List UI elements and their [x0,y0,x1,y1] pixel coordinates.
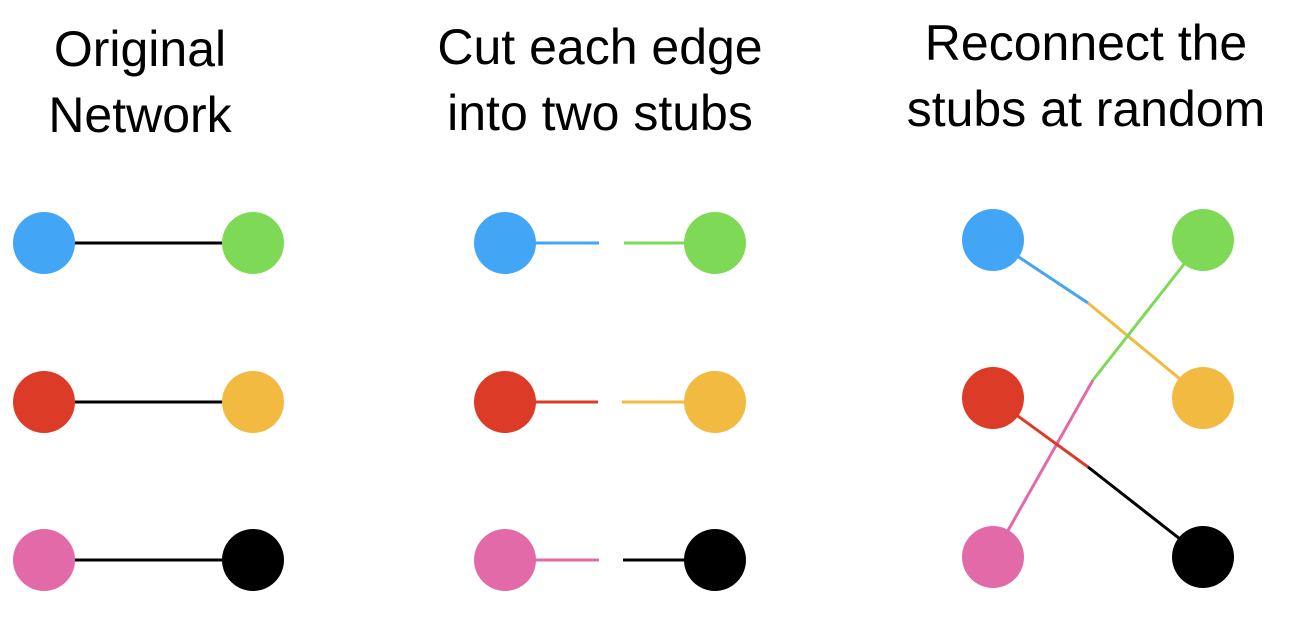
node-green [1172,209,1234,271]
node-yellow [1172,367,1234,429]
panel-title-cut-edges: Cut each edge into two stubs [395,14,805,146]
node-pink [474,529,536,591]
panel-reconnect-stubs [962,209,1234,588]
node-black [222,529,284,591]
node-green [222,212,284,274]
node-red [962,367,1024,429]
panel-title-line-1: Original [53,21,227,77]
node-pink [13,529,75,591]
panel-title-original-network: Original Network [0,16,280,148]
panel-title-line-1: Cut each edge [437,19,763,75]
panel-original-network [13,212,284,591]
node-green [684,212,746,274]
node-black [684,529,746,591]
panel-title-reconnect-stubs: Reconnect the stubs at random [870,10,1302,142]
node-black [1172,526,1234,588]
node-pink [962,526,1024,588]
panel-title-line-2: into two stubs [447,85,753,141]
node-blue [13,212,75,274]
node-yellow [222,371,284,433]
stub-pink [991,379,1095,558]
panel-title-line-2: stubs at random [906,81,1266,137]
node-blue [474,212,536,274]
panel-title-line-2: Network [48,87,232,143]
panel-title-line-1: Reconnect the [924,15,1248,71]
node-blue [962,209,1024,271]
node-yellow [684,371,746,433]
node-red [13,371,75,433]
panel-cut-edges [474,212,746,591]
node-red [474,371,536,433]
